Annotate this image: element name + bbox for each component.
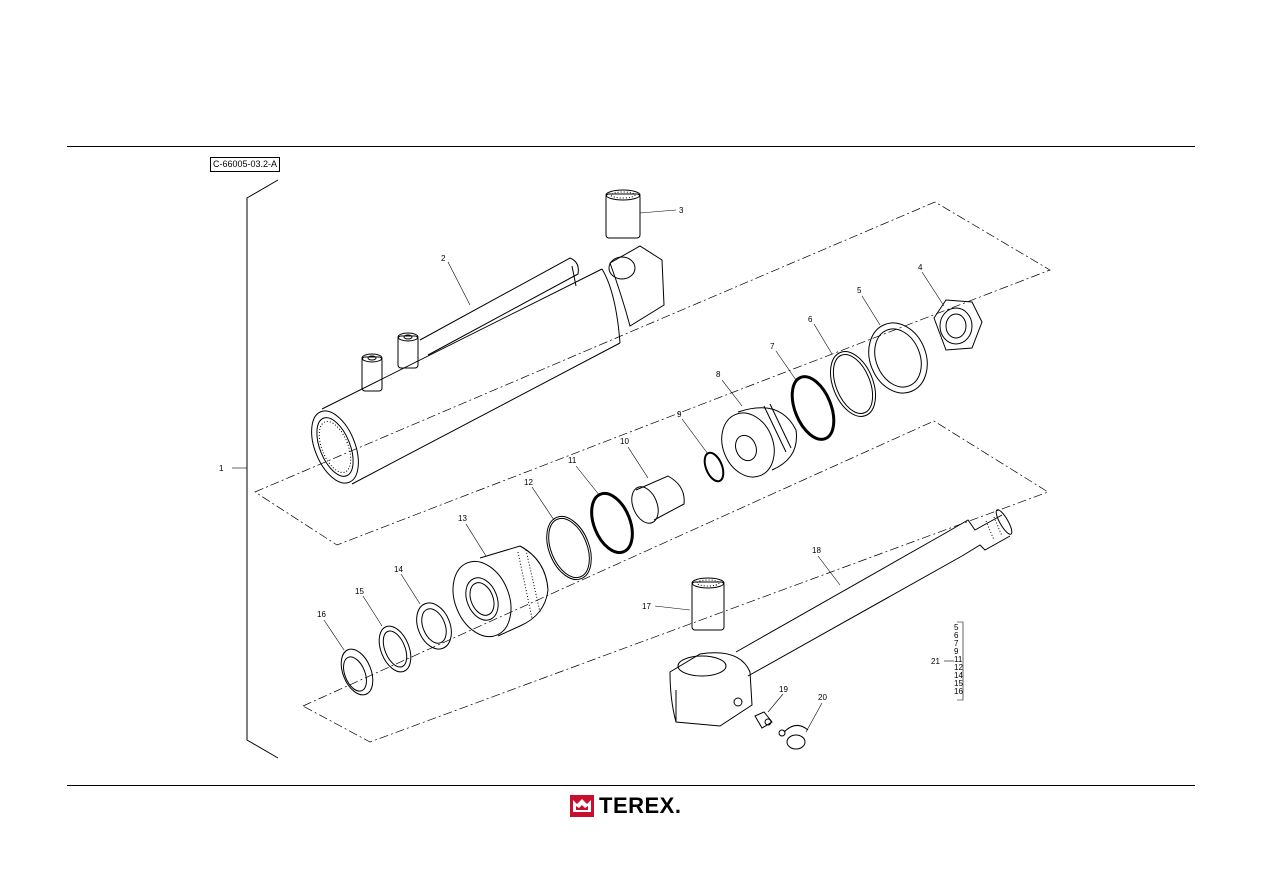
bottom-rule [67,785,1195,786]
kit-item: 15 [954,679,963,688]
leader-lines [323,209,964,733]
callout-15: 15 [355,587,364,596]
bushing-top [605,189,641,239]
callout-13: 13 [458,514,467,523]
callout-5: 5 [857,286,862,295]
rod-group-envelope [302,420,1049,743]
callout-8: 8 [716,370,721,379]
brand-wordmark: TEREX. [599,793,682,818]
piston [721,403,797,478]
callout-19: 19 [779,685,788,694]
assembly-bracket [232,179,279,759]
callout-labels: 1 2 3 4 5 6 7 8 9 10 11 12 13 14 15 16 1… [219,206,940,702]
grease-nipple [754,711,773,729]
barrel-group-envelope [254,201,1051,546]
drawing-reference-label: C-66005-03.2-A [210,157,280,172]
callout-2: 2 [441,254,446,263]
kit-item: 16 [954,687,963,696]
callout-12: 12 [524,478,533,487]
wear-band [631,475,685,524]
cylinder-barrel [311,245,665,485]
callout-11: 11 [568,456,577,465]
guide-ring [868,322,928,394]
envelope-lines [254,201,1051,743]
bushing-17 [691,577,725,631]
callout-20: 20 [818,693,827,702]
seal-11 [590,491,634,555]
callout-6: 6 [808,315,813,324]
hex-nut [933,299,983,351]
callout-4: 4 [918,263,923,272]
grease-cap [778,725,809,750]
top-rule [67,146,1195,147]
gland-head [452,545,549,638]
callout-1: 1 [219,464,224,473]
kit-item: 14 [954,671,963,680]
ring-12 [546,515,592,581]
kit-item: 5 [954,623,959,632]
terex-crown-icon [570,795,594,817]
kit-item: 12 [954,663,963,672]
kit-item: 6 [954,631,959,640]
callout-21: 21 [931,657,940,666]
ring-6 [830,351,876,417]
callout-7: 7 [770,342,775,351]
kit-item: 7 [954,639,959,648]
ring-15 [378,625,412,673]
callout-17: 17 [642,602,651,611]
callout-18: 18 [812,546,821,555]
ring-9 [703,451,725,483]
seal-7 [790,375,836,441]
callout-10: 10 [620,437,629,446]
terex-logo: TEREX. [570,795,681,817]
callout-14: 14 [394,565,403,574]
piston-rod [669,509,1013,727]
wiper-16 [340,648,374,696]
callout-9: 9 [677,410,682,419]
callout-3: 3 [679,206,684,215]
kit-item: 9 [954,647,959,656]
kit-item: 11 [954,655,963,664]
callout-16: 16 [317,610,326,619]
ring-14 [416,602,452,650]
kit-21-item-list: 5 6 7 9 11 12 14 15 16 [954,623,963,696]
